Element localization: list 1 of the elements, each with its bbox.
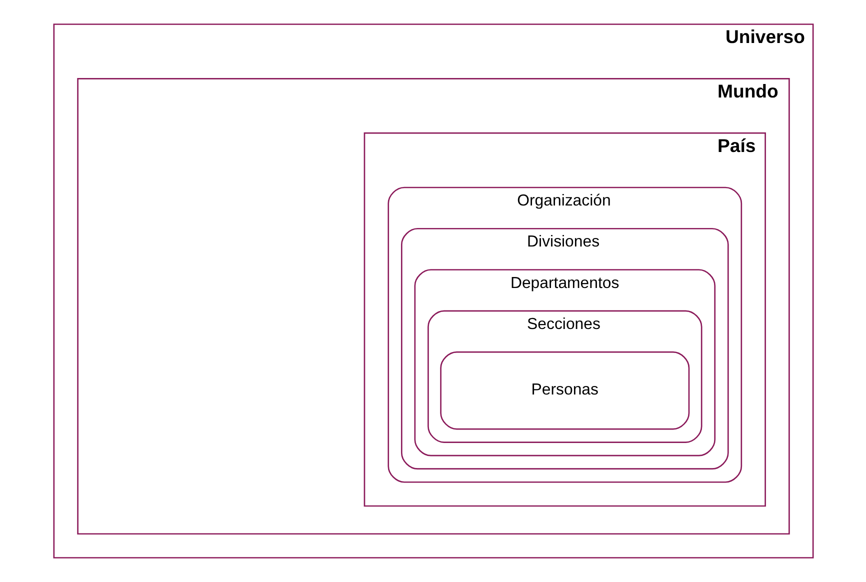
node-box: Personas bbox=[440, 351, 690, 430]
